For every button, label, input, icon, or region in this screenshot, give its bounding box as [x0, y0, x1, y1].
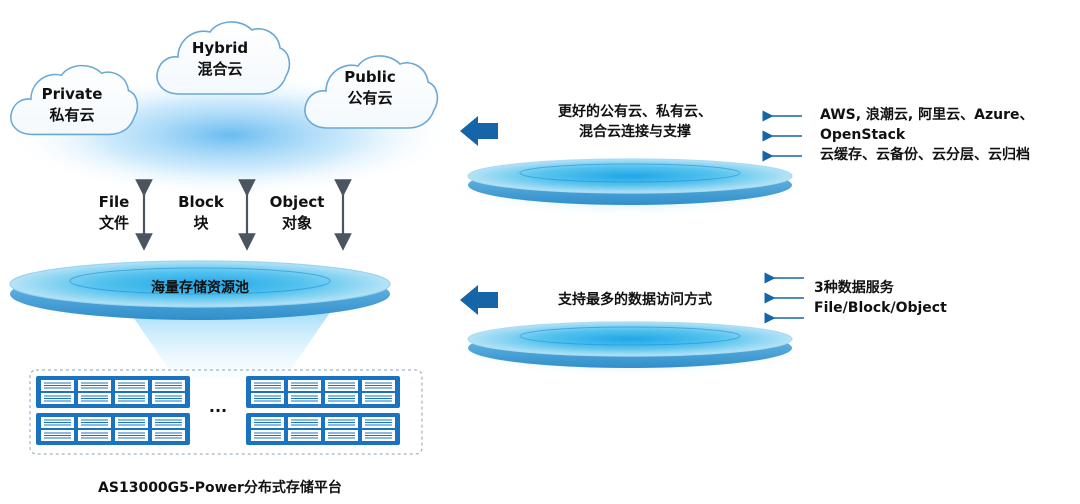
feature-access-title: 支持最多的数据访问方式: [558, 292, 712, 308]
cloud-support-disk: [440, 158, 820, 218]
storage-pool-label: 海量存储资源池: [151, 280, 249, 296]
big-arrow-cloud: [460, 116, 498, 146]
big-arrow-access: [460, 285, 498, 315]
cloud-input-arrows: [762, 110, 802, 162]
more-servers-ellipsis: ···: [208, 401, 228, 420]
feature-access-items: 3种数据服务 File/Block/Object: [814, 280, 947, 316]
access-input-arrows: [764, 272, 804, 324]
access-arrows: [135, 179, 352, 251]
feature-cloud-title: 更好的公有云、私有云、 混合云连接与支撑: [558, 104, 712, 140]
platform-title: AS13000G5-Power分布式存储平台: [98, 480, 342, 496]
server-rack: [246, 376, 400, 408]
server-racks: [36, 376, 400, 445]
server-rack: [246, 413, 400, 445]
server-cluster-frame: [29, 369, 423, 455]
server-rack: [36, 413, 190, 445]
data-access-disk: [440, 321, 820, 378]
server-rack: [36, 376, 190, 408]
feature-cloud-items: AWS, 浪潮云, 阿里云、Azure、 OpenStack 云缓存、云备份、云…: [820, 107, 1034, 163]
storage-pool-disk: [9, 260, 391, 320]
